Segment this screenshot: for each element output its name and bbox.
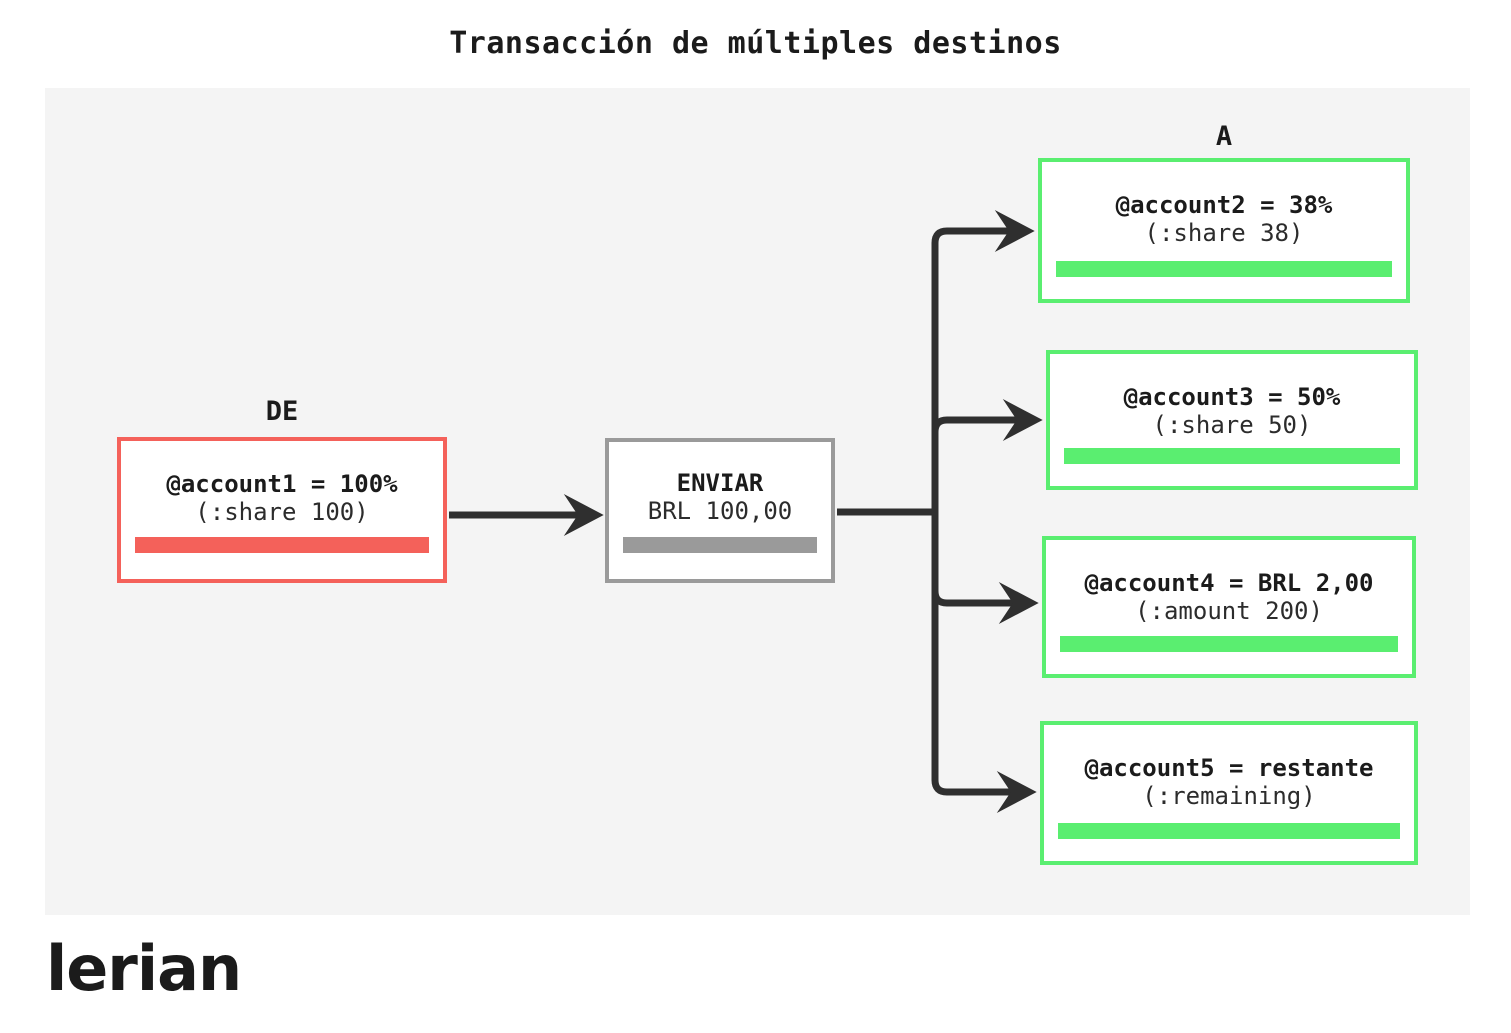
destination-node-account5[interactable]: @account5 = restante (:remaining) xyxy=(1040,721,1418,865)
destination-node-subtitle: (:share 50) xyxy=(1152,410,1312,439)
lerian-logo: lerian xyxy=(46,932,242,1005)
source-node-bar xyxy=(135,537,429,553)
destination-node-subtitle: (:amount 200) xyxy=(1135,596,1323,625)
destination-node-title: @account4 = BRL 2,00 xyxy=(1084,569,1374,597)
destination-node-bar xyxy=(1058,823,1400,839)
source-group-label: DE xyxy=(265,396,299,427)
destination-node-bar xyxy=(1056,261,1392,277)
destination-node-bar xyxy=(1060,636,1398,652)
operation-node-subtitle: BRL 100,00 xyxy=(647,496,793,525)
destination-node-account4[interactable]: @account4 = BRL 2,00 (:amount 200) xyxy=(1042,536,1416,678)
destination-node-account2[interactable]: @account2 = 38% (:share 38) xyxy=(1038,158,1410,303)
destination-group-label: A xyxy=(1215,121,1233,152)
destination-node-title: @account2 = 38% xyxy=(1115,191,1333,219)
operation-node-enviar[interactable]: ENVIAR BRL 100,00 xyxy=(605,438,835,583)
source-node-title: @account1 = 100% xyxy=(166,470,398,498)
source-node-subtitle: (:share 100) xyxy=(195,497,369,526)
source-node-account1[interactable]: @account1 = 100% (:share 100) xyxy=(117,437,447,583)
operation-node-bar xyxy=(623,537,817,553)
operation-node-title: ENVIAR xyxy=(676,469,764,497)
destination-node-title: @account5 = restante xyxy=(1084,754,1374,782)
destination-node-account3[interactable]: @account3 = 50% (:share 50) xyxy=(1046,350,1418,490)
destination-node-subtitle: (:share 38) xyxy=(1144,218,1304,247)
destination-node-subtitle: (:remaining) xyxy=(1142,781,1316,810)
page-title: Transacción de múltiples destinos xyxy=(449,26,1062,61)
destination-node-bar xyxy=(1064,448,1400,464)
destination-node-title: @account3 = 50% xyxy=(1123,383,1341,411)
